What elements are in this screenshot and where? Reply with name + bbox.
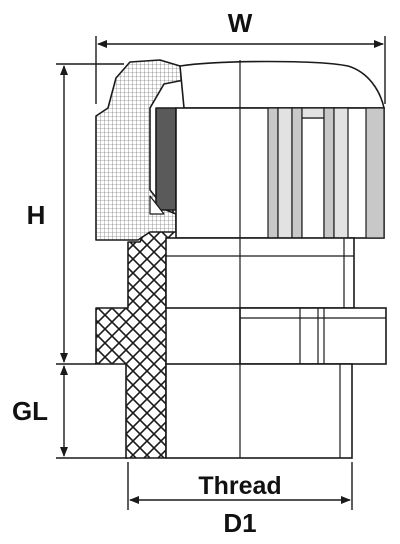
gland-length-label: GL bbox=[12, 396, 48, 426]
nut-facet-right-2 bbox=[333, 107, 349, 239]
seal-insert bbox=[155, 107, 177, 211]
dome-cap bbox=[179, 60, 385, 109]
nut-facet-center-top bbox=[301, 107, 325, 119]
nut-section bbox=[95, 59, 185, 241]
hex-flange bbox=[239, 307, 387, 365]
body-neck bbox=[165, 237, 355, 309]
height-label: H bbox=[27, 200, 46, 230]
nut-facet-mid-right bbox=[323, 107, 335, 239]
nut-facet-left-2 bbox=[277, 107, 293, 239]
diameter-label: D1 bbox=[223, 508, 256, 538]
nut-facet-left bbox=[267, 107, 279, 239]
thread-label: Thread bbox=[198, 472, 281, 500]
gland-exterior bbox=[165, 60, 387, 459]
thread-body bbox=[165, 363, 353, 459]
nut-facet-right bbox=[365, 107, 385, 239]
dimension-lines bbox=[56, 36, 386, 510]
width-label: W bbox=[228, 8, 253, 38]
seal-shoulder bbox=[149, 195, 165, 215]
nut-facet-center bbox=[301, 117, 325, 239]
nut-facet-mid-left bbox=[291, 107, 303, 239]
